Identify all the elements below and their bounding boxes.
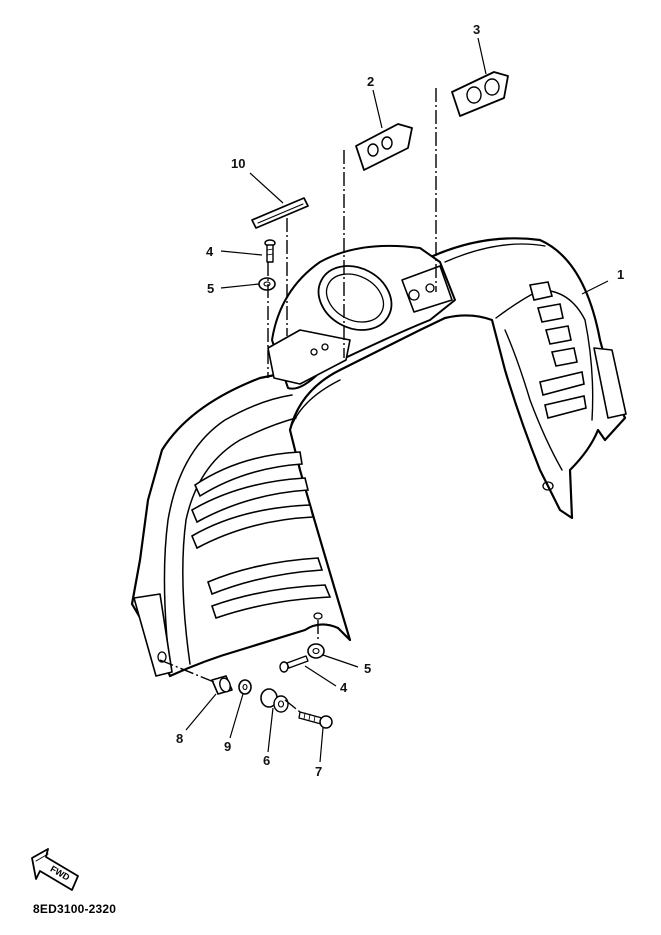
callout-4-lower: 4 — [340, 680, 348, 695]
part-10-strip — [251, 197, 309, 229]
part-2-plate — [355, 123, 413, 171]
part-9-washer — [238, 679, 252, 695]
callout-3: 3 — [473, 22, 480, 37]
part-8-collar — [211, 675, 233, 695]
callout-1: 1 — [617, 267, 624, 282]
callout-7: 7 — [315, 764, 322, 779]
part-7-bolt — [298, 711, 333, 729]
cowling-body — [130, 237, 627, 678]
callout-5-upper: 5 — [207, 281, 214, 296]
callout-8: 8 — [176, 731, 183, 746]
callout-4-upper: 4 — [206, 244, 214, 259]
fwd-arrow-marker: FWD — [31, 848, 79, 891]
callout-6: 6 — [263, 753, 270, 768]
assembly-lines — [159, 88, 437, 713]
callout-5-lower: 5 — [364, 661, 371, 676]
catalog-code: 8ED3100-2320 — [33, 902, 117, 916]
part-6-grommet — [260, 688, 289, 713]
callout-10: 10 — [231, 156, 245, 171]
callout-labels: 1 2 3 4 5 4 5 6 7 8 9 10 — [176, 22, 624, 779]
meter-bracket — [267, 244, 456, 390]
part-5-nut-upper — [258, 277, 276, 291]
part-4-screw-upper — [264, 239, 276, 263]
part-5-nut-lower — [307, 643, 325, 659]
part-4-screw-lower — [279, 655, 309, 673]
callout-9: 9 — [224, 739, 231, 754]
leader-lines — [185, 37, 609, 763]
part-3-plate — [451, 71, 509, 117]
callout-2: 2 — [367, 74, 374, 89]
